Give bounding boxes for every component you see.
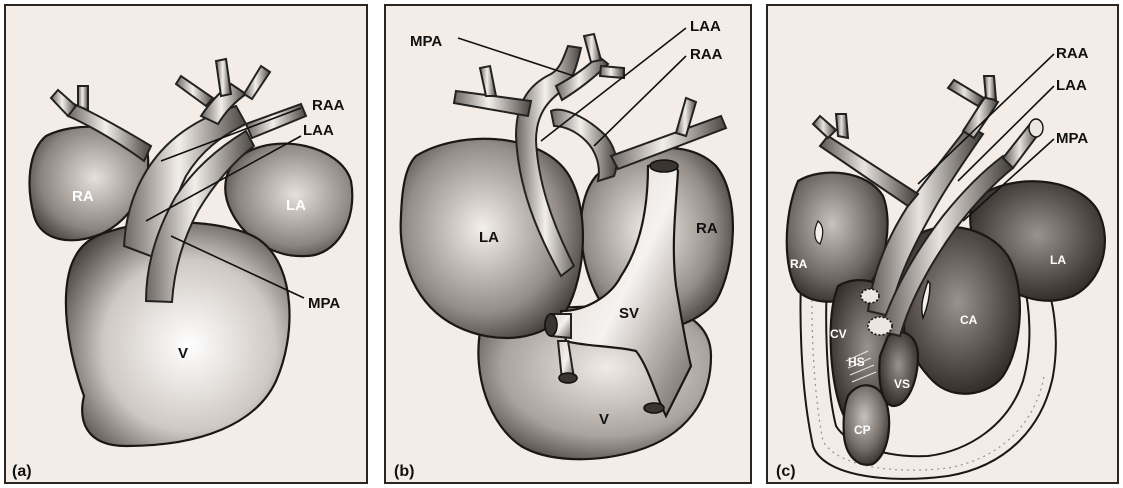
panel-label-a: (a) (12, 463, 32, 480)
trunk-cut-opening-2 (861, 289, 879, 303)
label-la: LA (479, 229, 499, 246)
branch-stub-1 (51, 90, 76, 116)
left-stub-2 (836, 114, 848, 138)
sv-top-opening (650, 160, 678, 172)
panel-label-b: (b) (394, 463, 414, 480)
label-ra: RA (72, 188, 94, 205)
label-cp: CP (854, 423, 871, 437)
heart-diagram-c: RAA LAA MPA RA LA CA CV HS VS CP (c) (768, 6, 1119, 484)
label-vs: VS (894, 377, 910, 391)
label-la: LA (286, 197, 306, 214)
heart-diagram-a: RAA LAA RA LA MPA V (a) (6, 6, 368, 484)
top-stub-2 (216, 59, 231, 96)
top-stub-1 (176, 76, 213, 106)
mpa-leader (458, 38, 574, 76)
top-stub-2 (984, 76, 996, 100)
label-laa: LAA (1056, 77, 1087, 94)
trunk-cut-opening (868, 317, 892, 335)
left-stub-1 (480, 66, 496, 96)
top-stub-3 (244, 66, 270, 99)
label-cv: CV (830, 327, 847, 341)
label-raa: RAA (690, 46, 723, 63)
label-mpa: MPA (410, 33, 442, 50)
label-ca: CA (960, 313, 978, 327)
sv-left-opening (545, 314, 557, 336)
label-laa: LAA (690, 18, 721, 35)
branch-stub-2 (78, 86, 88, 110)
label-raa: RAA (312, 97, 345, 114)
right-arch-opening (1029, 119, 1043, 137)
left-stub-1 (813, 116, 836, 138)
panel-c: RAA LAA MPA RA LA CA CV HS VS CP (c) (766, 4, 1119, 484)
label-la: LA (1050, 253, 1066, 267)
top-stub-1 (584, 34, 601, 62)
top-stub-2 (600, 66, 624, 78)
heart-diagram-b: MPA LAA RAA LA RA SV V (b) (386, 6, 752, 484)
panel-b: MPA LAA RAA LA RA SV V (b) (384, 4, 752, 484)
ra-opening (815, 221, 823, 244)
label-mpa: MPA (308, 295, 340, 312)
sv-lower-opening (559, 373, 577, 383)
label-ra: RA (696, 220, 718, 237)
vertical-septum-shape (879, 332, 918, 406)
label-v: V (599, 411, 609, 428)
label-laa: LAA (303, 122, 334, 139)
top-stub-1 (948, 80, 984, 106)
label-raa: RAA (1056, 45, 1089, 62)
panel-label-c: (c) (776, 463, 796, 480)
label-v: V (178, 345, 188, 362)
label-sv: SV (619, 305, 639, 322)
label-hs: HS (848, 355, 865, 369)
label-mpa: MPA (1056, 130, 1088, 147)
label-ra: RA (790, 257, 808, 271)
panel-a: RAA LAA RA LA MPA V (a) (4, 4, 368, 484)
sv-bottom-opening (644, 403, 664, 413)
